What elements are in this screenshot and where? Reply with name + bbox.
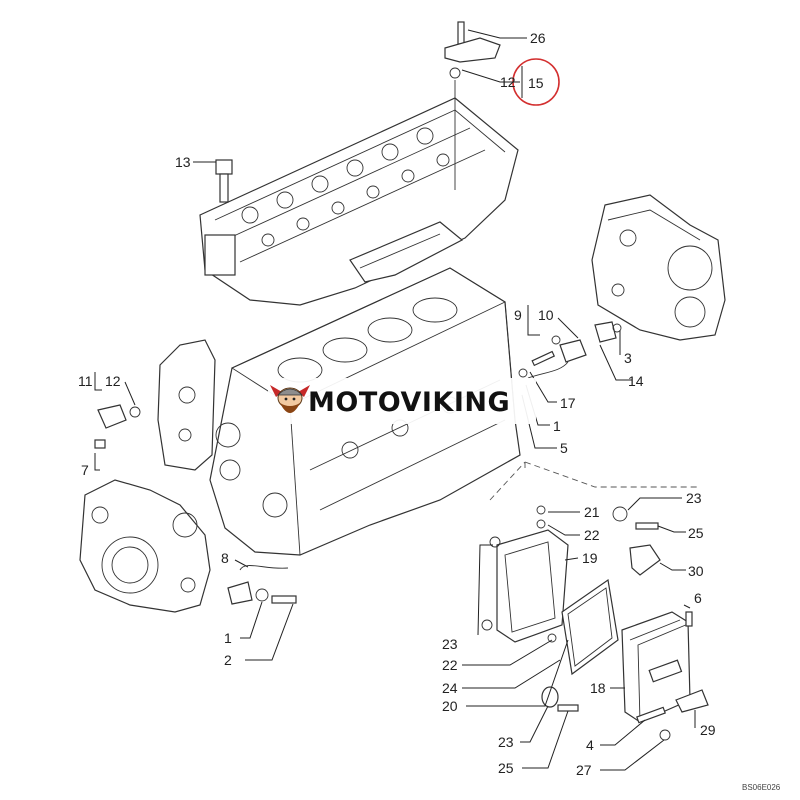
- callout-1: 1: [224, 630, 232, 646]
- callout-24: 24: [442, 680, 458, 696]
- callout-25: 25: [498, 760, 514, 776]
- timing-cover: [79, 479, 211, 613]
- callout-20: 20: [442, 698, 458, 714]
- callout-8: 8: [221, 550, 229, 566]
- callout-6: 6: [694, 590, 702, 606]
- callout-12: 12: [500, 74, 516, 90]
- callout-19: 19: [582, 550, 598, 566]
- ecu-gasket: [561, 578, 619, 676]
- flywheel-housing: [591, 194, 726, 341]
- callout-15: 15: [528, 75, 544, 91]
- callout-23: 23: [498, 734, 514, 750]
- callout-1: 1: [553, 418, 561, 434]
- reference-code: BS06E026: [742, 783, 781, 792]
- callout-13: 13: [175, 154, 191, 170]
- callout-23: 23: [686, 490, 702, 506]
- callout-10: 10: [538, 307, 554, 323]
- callout-29: 29: [700, 722, 716, 738]
- watermark: MOTOVIKING: [268, 378, 536, 424]
- callout-12: 12: [105, 373, 121, 389]
- cylinder-bores: [277, 297, 458, 383]
- callout-17: 17: [560, 395, 576, 411]
- ecu-dashed-frame: [489, 461, 700, 501]
- callout-5: 5: [560, 440, 568, 456]
- sensor-bracket-top: [444, 21, 501, 190]
- callout-30: 30: [688, 563, 704, 579]
- watermark-brand: MOTOVIKING: [308, 387, 510, 418]
- callout-11: 11: [78, 373, 93, 389]
- callout-14: 14: [628, 373, 644, 389]
- callout-7: 7: [81, 462, 89, 478]
- callout-25: 25: [688, 525, 704, 541]
- callout-22: 22: [442, 657, 458, 673]
- front-plate: [157, 339, 216, 471]
- callout-3: 3: [624, 350, 632, 366]
- sensor-assembly-left: [94, 404, 141, 449]
- bolt-13: [215, 159, 233, 203]
- sensor-assembly-right: [518, 321, 622, 379]
- valve-rows: [241, 127, 450, 247]
- callout-18: 18: [590, 680, 606, 696]
- callout-4: 4: [586, 737, 594, 753]
- callout-21: 21: [584, 504, 600, 520]
- callout-2: 2: [224, 652, 232, 668]
- callout-27: 27: [576, 762, 592, 778]
- viking-head-icon: [270, 385, 310, 413]
- leader-lines: [94, 29, 696, 771]
- crank-sensor-8: [227, 565, 297, 605]
- callout-26: 26: [530, 30, 546, 46]
- callout-labels: 26 12 15 13 9 10 3 14 11 12 17 1 5 7 23 …: [78, 30, 716, 778]
- callout-22: 22: [584, 527, 600, 543]
- ecu-bracket: [481, 529, 569, 643]
- callout-9: 9: [514, 307, 522, 323]
- cylinder-head: [199, 97, 519, 306]
- callout-23: 23: [442, 636, 458, 652]
